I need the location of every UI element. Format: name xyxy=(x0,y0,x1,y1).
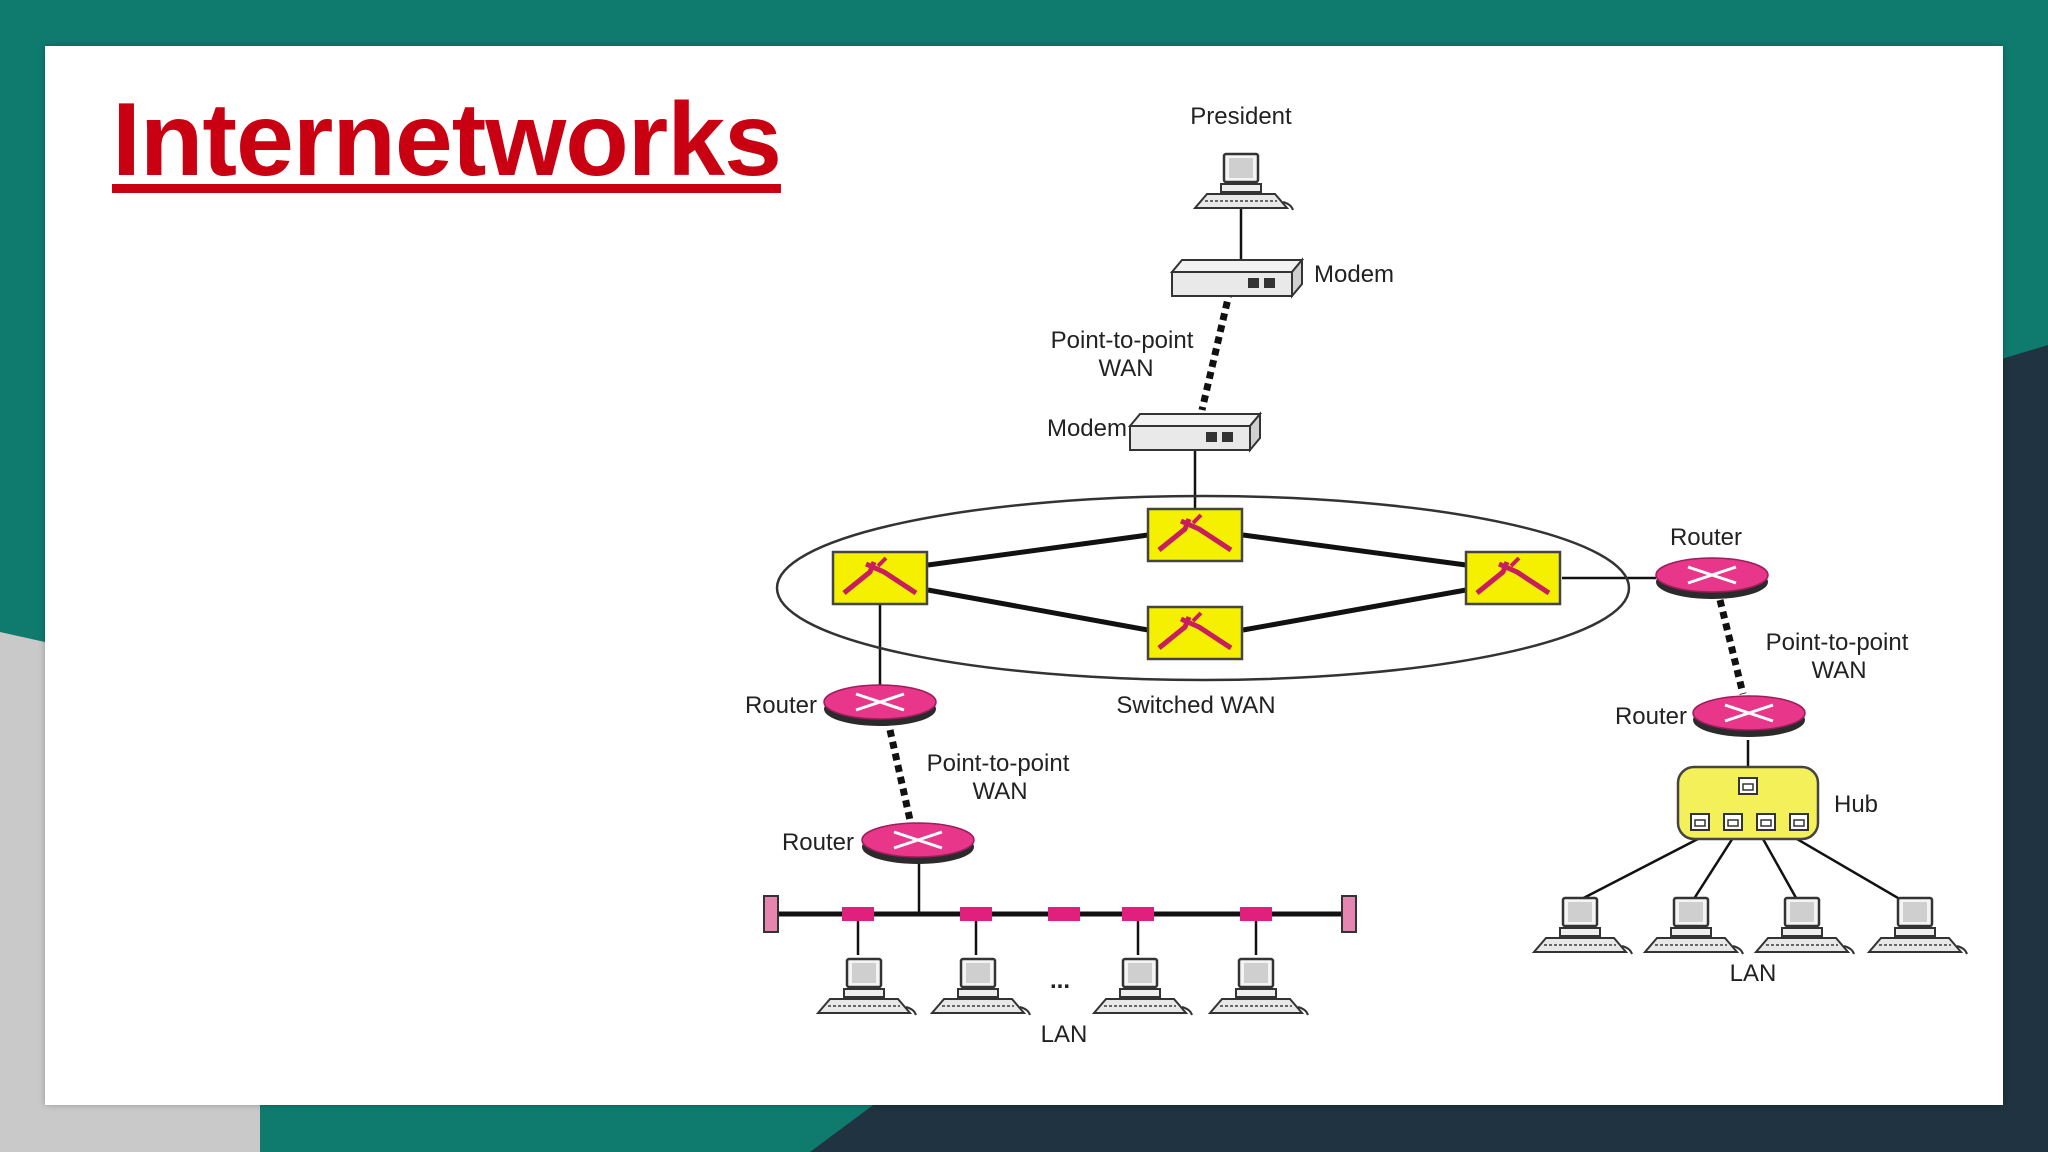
left-lan-ellipsis: ... xyxy=(1050,967,1070,994)
right-lan-computer-icon xyxy=(1532,896,1634,956)
modem-lower-label: Modem xyxy=(1047,415,1127,442)
right-p2p-label-line1: Point-to-point xyxy=(1766,629,1909,656)
modem-upper-label: Modem xyxy=(1314,261,1394,288)
right-lan-label: LAN xyxy=(1730,960,1777,987)
modem-lower-icon xyxy=(1129,413,1261,451)
wan-switch-right-icon xyxy=(1466,552,1560,604)
wan-switch-top-icon xyxy=(1148,509,1242,561)
slide-title: Internetworks xyxy=(112,82,782,198)
left-lan-computer-icon xyxy=(816,957,918,1017)
left-router-lower-label: Router xyxy=(782,829,854,856)
hub-icon xyxy=(1676,765,1820,841)
left-lan-bus xyxy=(763,895,1357,955)
president-label: President xyxy=(1190,103,1292,130)
left-lan-computer-icon xyxy=(930,957,1032,1017)
left-p2p-label-line1: Point-to-point xyxy=(927,750,1070,777)
top-p2p-label-line1: Point-to-point xyxy=(1051,327,1194,354)
right-lan-computer-icon xyxy=(1867,896,1969,956)
president-computer-icon xyxy=(1193,152,1295,212)
right-lan-computer-icon xyxy=(1754,896,1856,956)
router-left-lower-icon xyxy=(860,821,976,866)
left-p2p-label-line2: WAN xyxy=(972,778,1027,805)
point-to-point-links xyxy=(886,289,1747,821)
router-right-upper-icon xyxy=(1654,556,1770,601)
left-lan-computer-icon xyxy=(1208,957,1310,1017)
switch-links xyxy=(927,532,1467,633)
background-dark-bottom-wedge xyxy=(810,1100,2048,1152)
right-router-lower-label: Router xyxy=(1615,703,1687,730)
right-router-upper-label: Router xyxy=(1670,524,1742,551)
hub-label: Hub xyxy=(1834,791,1878,818)
left-lan-label: LAN xyxy=(1041,1021,1088,1048)
modem-upper-icon xyxy=(1171,259,1303,297)
right-p2p-label-line2: WAN xyxy=(1811,657,1866,684)
wan-switch-bottom-icon xyxy=(1148,607,1242,659)
switched-wan-cloud xyxy=(775,494,1631,682)
router-right-lower-icon xyxy=(1691,694,1807,739)
left-router-upper-label: Router xyxy=(745,692,817,719)
right-lan-computer-icon xyxy=(1643,896,1745,956)
router-left-upper-icon xyxy=(822,683,938,728)
top-p2p-label-line2: WAN xyxy=(1098,355,1153,382)
wan-switch-left-icon xyxy=(833,552,927,604)
left-lan-computer-icon xyxy=(1092,957,1194,1017)
switched-wan-label: Switched WAN xyxy=(1116,692,1275,719)
